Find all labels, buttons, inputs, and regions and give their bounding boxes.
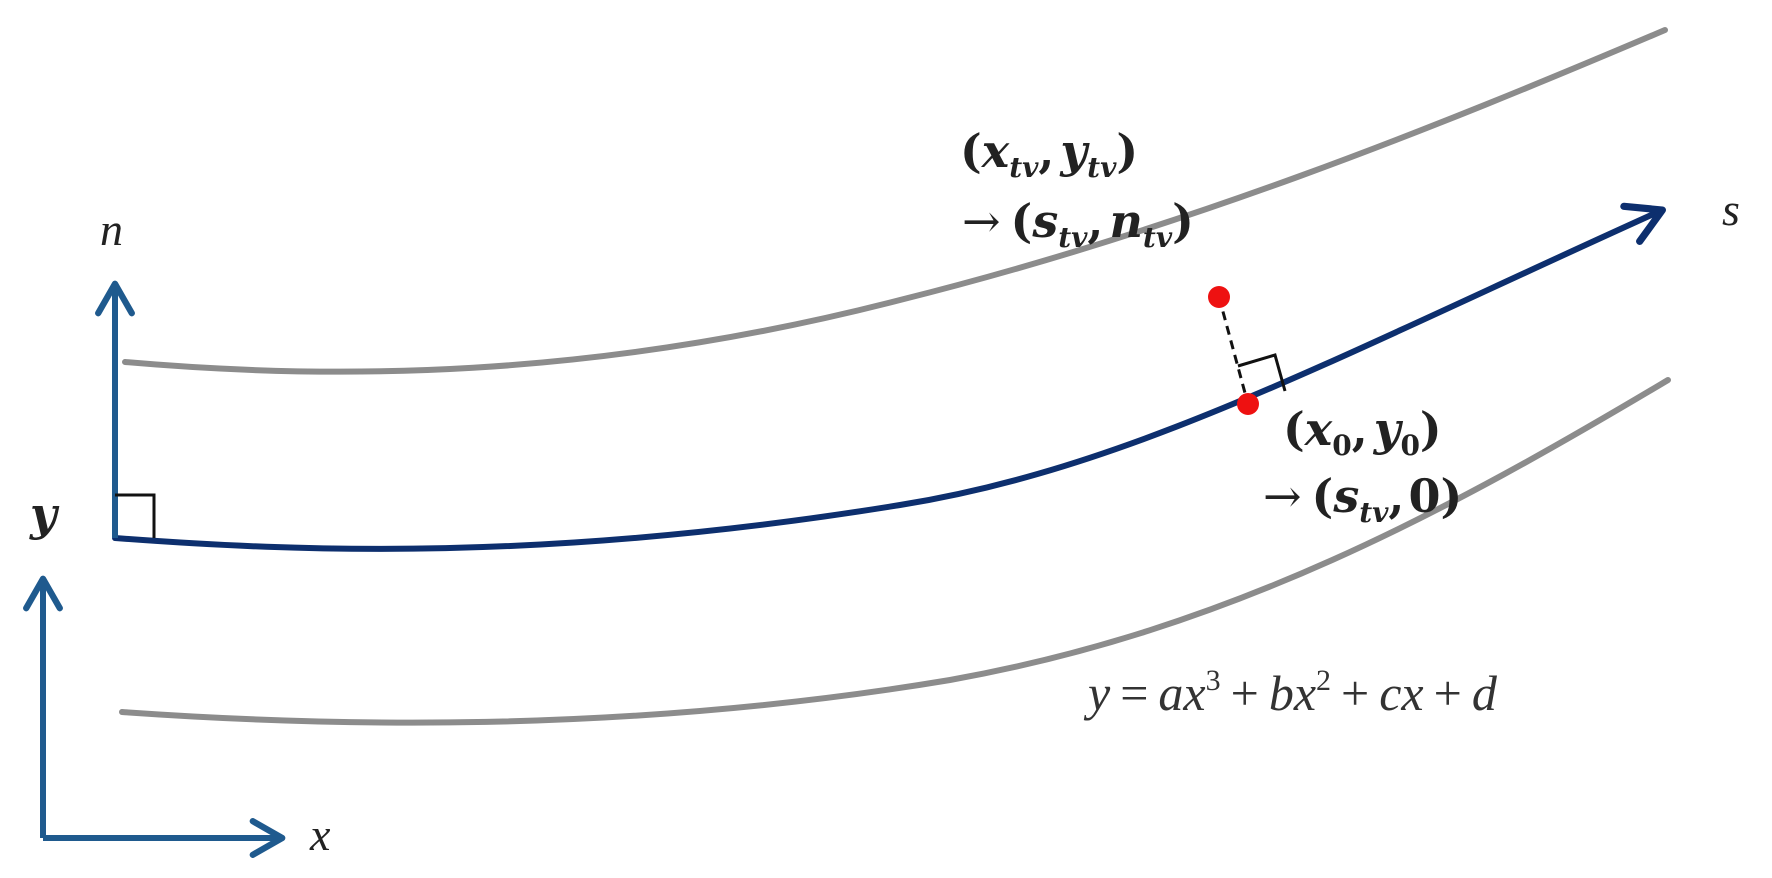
perpendicular-right-angle-marker [1237,353,1287,392]
origin-right-angle-marker [115,493,156,538]
target-point-label-line1: (xtv,ytv) [960,124,1138,184]
curve-equation: y=ax3+bx2+cx+d [1083,664,1498,721]
global-x-label: x [309,809,331,860]
global-y-label: y [29,487,60,541]
projection-point [1237,393,1259,415]
upper-lane-boundary [122,27,1668,375]
projection-point-label-line1: (x0,y0) [1283,402,1442,462]
projection-point-label-line2: →(stv,0) [1263,469,1462,529]
target-vehicle-point [1208,286,1230,308]
reference-line-s-axis [112,202,1666,552]
lower-lane-boundary [119,377,1671,726]
n-axis-label: n [100,204,123,255]
s-axis-label: s [1722,184,1740,235]
target-point-label-line2: →(stv,ntv) [962,194,1194,254]
perpendicular-dashed-line [1217,296,1250,405]
